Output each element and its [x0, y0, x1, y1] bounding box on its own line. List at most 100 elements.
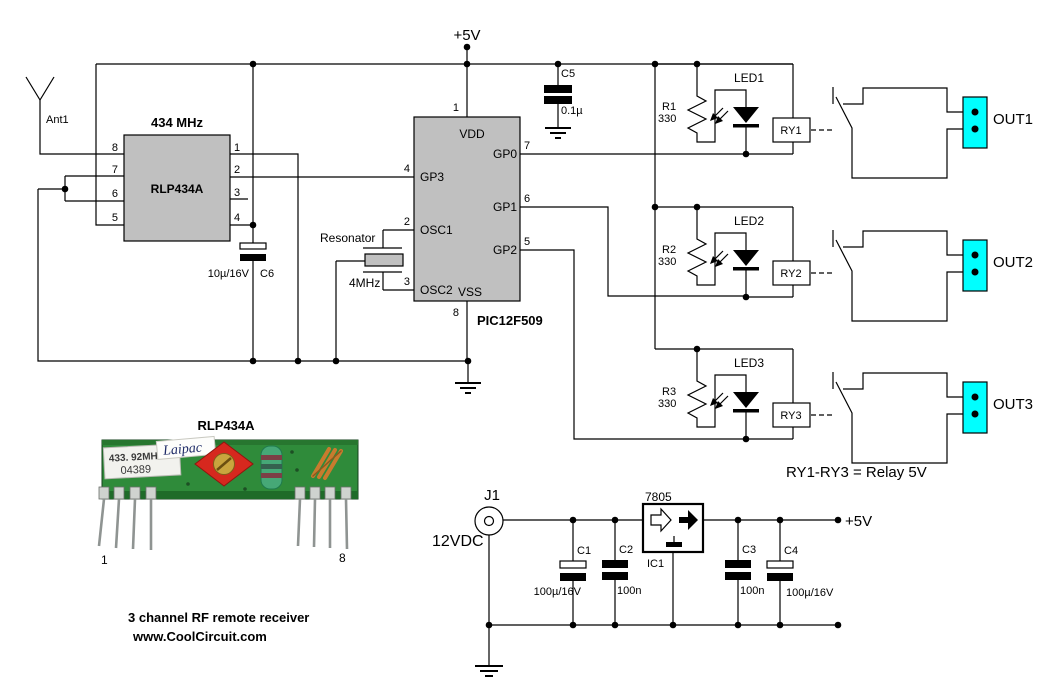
capacitor-c5: C5 0.1µ — [544, 68, 583, 117]
psu-junction-dots — [485, 516, 842, 629]
rf-pin-1: 1 — [234, 142, 240, 154]
c3-ref: C3 — [742, 544, 756, 556]
mcu-pin-num-gp0: 7 — [524, 140, 530, 152]
regulator-part: 7805 — [645, 490, 672, 504]
mcu-pin-gp2: GP2 — [493, 243, 517, 257]
photo-pin-8: 8 — [339, 551, 346, 565]
antenna-label: Ant1 — [46, 114, 69, 126]
c3-value: 100n — [740, 585, 764, 597]
trimmer-icon — [194, 441, 254, 487]
led-icon — [733, 250, 759, 266]
c4-ref: C4 — [784, 545, 798, 557]
voltage-regulator: 7805 IC1 — [641, 490, 705, 570]
channel-1: LED1 R1 330 RY1 OUT1 — [655, 60, 1033, 179]
channel-3: LED3 R3 330 RY3 OUT3 — [655, 345, 1033, 464]
mcu-pin-num-gp2: 5 — [524, 236, 530, 248]
output-label: OUT3 — [993, 396, 1033, 413]
output-connector — [962, 96, 988, 149]
resistor-value: 330 — [658, 398, 676, 410]
brand-label: Laipac — [162, 440, 204, 458]
led-icon — [733, 107, 759, 123]
relay-coil-box — [772, 117, 811, 143]
rf-pin-7: 7 — [112, 164, 118, 176]
rf-pin-4: 4 — [234, 212, 240, 224]
resistor-value: 330 — [658, 256, 676, 268]
rf-pin-3: 3 — [234, 187, 240, 199]
mcu-pin-num-osc2: 3 — [404, 276, 410, 288]
inductor-icon — [260, 445, 283, 490]
photo-title: RLP434A — [197, 418, 255, 433]
pcb-pins — [97, 486, 352, 550]
jack-ref: J1 — [484, 487, 500, 504]
photo-pin-1: 1 — [101, 553, 108, 567]
sticker-serial: 04389 — [120, 463, 151, 477]
psu-out-label: +5V — [845, 513, 872, 530]
mcu-pin-num-osc1: 2 — [404, 216, 410, 228]
resistor-ref: R1 — [662, 101, 676, 113]
relay-coil-box — [772, 402, 811, 428]
mcu-pin-vss: VSS — [458, 285, 482, 299]
output-label: OUT1 — [993, 111, 1033, 128]
rf-pin-5: 5 — [112, 212, 118, 224]
led-icon — [733, 392, 759, 408]
caption-title: 3 channel RF remote receiver — [128, 610, 309, 625]
antenna-icon: Ant1 — [25, 76, 69, 126]
wires — [37, 47, 793, 440]
c1-ref: C1 — [577, 545, 591, 557]
resonator-freq: 4MHz — [349, 276, 380, 290]
resonator-label: Resonator — [320, 231, 375, 245]
c1-value: 100µ/16V — [534, 586, 582, 598]
channel-2: LED2 R2 330 RY2 OUT2 — [655, 203, 1033, 322]
ground-icon-c5 — [545, 127, 571, 139]
power-supply: J1 12VDC 7805 IC1 C1 100µ/16V C2 100n C3… — [432, 487, 872, 677]
c2-value: 100n — [617, 585, 641, 597]
rf-pin-8: 8 — [112, 142, 118, 154]
mcu-pin-num-gp3: 4 — [404, 163, 410, 175]
mcu-pin-gp3: GP3 — [420, 170, 444, 184]
rf-pin-6: 6 — [112, 188, 118, 200]
led-label: LED1 — [734, 71, 764, 85]
regulator-ref: IC1 — [647, 558, 664, 570]
output-connector — [962, 381, 988, 434]
reg-in-arrow-icon — [650, 507, 672, 533]
rf-module-photo: RLP434A 433. 92MH 04389 Laipac — [97, 418, 359, 567]
capacitor-c1: C1 100µ/16V — [534, 545, 591, 598]
mcu-box — [413, 116, 521, 302]
vcc-top-label: +5V — [453, 27, 480, 44]
capacitor-c6: 10µ/16V C6 — [208, 242, 274, 280]
c2-ref: C2 — [619, 544, 633, 556]
input-voltage-label: 12VDC — [432, 533, 484, 550]
output-label: OUT2 — [993, 254, 1033, 271]
c5-value: 0.1µ — [561, 105, 583, 117]
c4-value: 100µ/16V — [786, 587, 834, 599]
junction-dots — [61, 43, 659, 365]
mcu: 1 VDD 4 GP3 2 OSC1 3 OSC2 VSS 8 7 GP0 6 … — [404, 102, 543, 328]
mcu-pin-num-vss: 8 — [453, 307, 459, 319]
resistor-ref: R3 — [662, 386, 676, 398]
rf-module-box — [123, 134, 231, 242]
rf-module: 434 MHz RLP434A 8 7 6 5 1 2 3 4 — [112, 115, 240, 242]
resistor-value: 330 — [658, 113, 676, 125]
ground-icon-mcu — [455, 382, 481, 394]
rf-module-freq: 434 MHz — [151, 115, 204, 130]
resistor-ref: R2 — [662, 244, 676, 256]
pcb-brand-tag: Laipac — [155, 435, 217, 460]
c6-value: 10µ/16V — [208, 268, 250, 280]
mcu-pin-gp1: GP1 — [493, 200, 517, 214]
mcu-pin-num-gp1: 6 — [524, 193, 530, 205]
mcu-pin-osc1: OSC1 — [420, 223, 453, 237]
output-connector — [962, 239, 988, 292]
mcu-pin-num-vdd: 1 — [453, 102, 459, 114]
mcu-pin-gp0: GP0 — [493, 147, 517, 161]
led-label: LED2 — [734, 214, 764, 228]
rf-module-part: RLP434A — [151, 182, 204, 196]
resonator-body — [364, 253, 404, 267]
c5-ref: C5 — [561, 68, 575, 80]
mcu-pin-osc2: OSC2 — [420, 283, 453, 297]
sticker-freq: 433. 92MH — [109, 451, 158, 465]
c6-ref: C6 — [260, 268, 274, 280]
capacitor-c4: C4 100µ/16V — [766, 545, 834, 599]
capacitor-c3: C3 100n — [725, 544, 764, 597]
